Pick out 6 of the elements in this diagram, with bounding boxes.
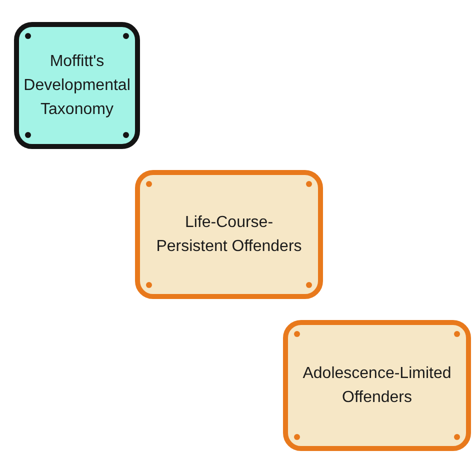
rounded-box [14,22,140,149]
rounded-box [283,320,471,451]
box-text: Life-Course-Persistent Offenders [155,212,303,256]
box-text: Adolescence-Limited Offenders [302,364,452,408]
rounded-box [135,170,323,299]
box-text: Moffitt's Developmental Taxonomy [24,52,130,120]
